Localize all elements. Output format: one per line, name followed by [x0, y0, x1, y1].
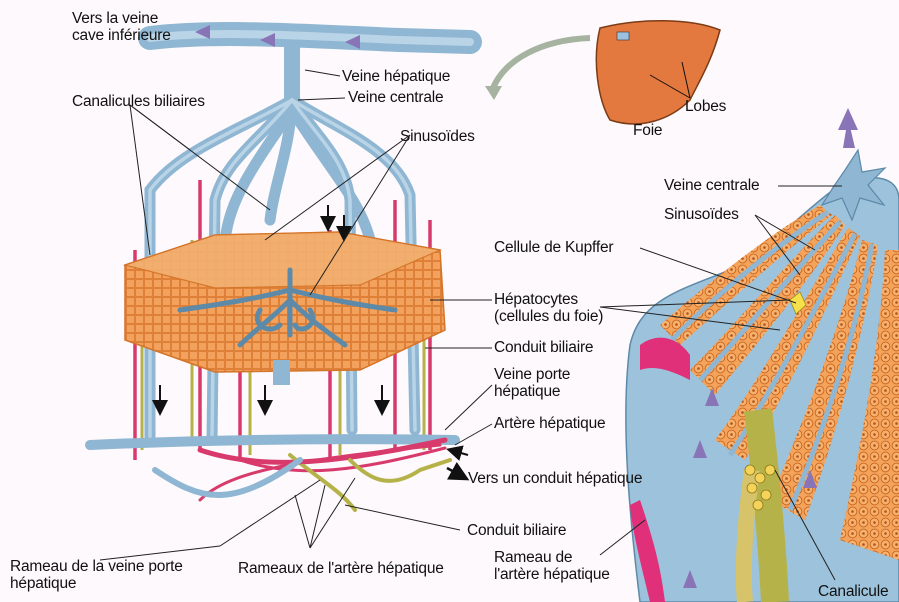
- label-veine-centrale-right: Veine centrale: [664, 177, 759, 194]
- label-rameau-veine-porte: Rameau de la veine porte hépatique: [10, 558, 183, 592]
- label-artere-hepatique: Artère hépatique: [494, 415, 605, 432]
- label-hepatocytes-line2: (cellules du foie): [494, 308, 603, 325]
- label-vena-cava-line1: Vers la veine: [72, 10, 171, 27]
- label-hepatocytes-line1: Hépatocytes: [494, 291, 603, 308]
- curved-arrow-icon: [485, 86, 502, 100]
- label-sinusoides-right: Sinusoïdes: [664, 206, 739, 223]
- label-rameaux-artere: Rameaux de l'artère hépatique: [238, 560, 444, 577]
- label-conduit-biliaire: Conduit biliaire: [494, 339, 593, 356]
- label-vers-conduit: Vers un conduit hépatique: [468, 470, 642, 487]
- label-conduit-biliaire-bottom: Conduit biliaire: [467, 522, 566, 539]
- label-rameau-artere-right-line2: l'artère hépatique: [494, 566, 610, 583]
- label-lobes: Lobes: [685, 98, 726, 115]
- label-sinusoides: Sinusoïdes: [400, 128, 475, 145]
- label-veine-hepatique: Veine hépatique: [342, 68, 450, 85]
- label-rameau-artere-right-line1: Rameau de: [494, 549, 610, 566]
- label-veine-porte-line2: hépatique: [494, 383, 570, 400]
- label-canalicules-biliaires: Canalicules biliaires: [72, 93, 205, 110]
- label-canalicule: Canalicule: [818, 583, 888, 600]
- label-veine-centrale: Veine centrale: [348, 89, 443, 106]
- label-vena-cava-line2: cave inférieure: [72, 27, 171, 44]
- flow-arrow-icon: [838, 108, 858, 130]
- label-veine-porte: Veine porte hépatique: [494, 366, 570, 400]
- label-foie: Foie: [633, 122, 662, 139]
- label-vena-cava: Vers la veine cave inférieure: [72, 10, 171, 44]
- curved-arrow-icon: [447, 468, 465, 478]
- label-rameau-veine-porte-line2: hépatique: [10, 575, 183, 592]
- label-rameau-artere-right: Rameau de l'artère hépatique: [494, 549, 610, 583]
- label-rameau-veine-porte-line1: Rameau de la veine porte: [10, 558, 183, 575]
- label-kupffer: Cellule de Kupffer: [494, 239, 613, 256]
- label-hepatocytes: Hépatocytes (cellules du foie): [494, 291, 603, 325]
- label-veine-porte-line1: Veine porte: [494, 366, 570, 383]
